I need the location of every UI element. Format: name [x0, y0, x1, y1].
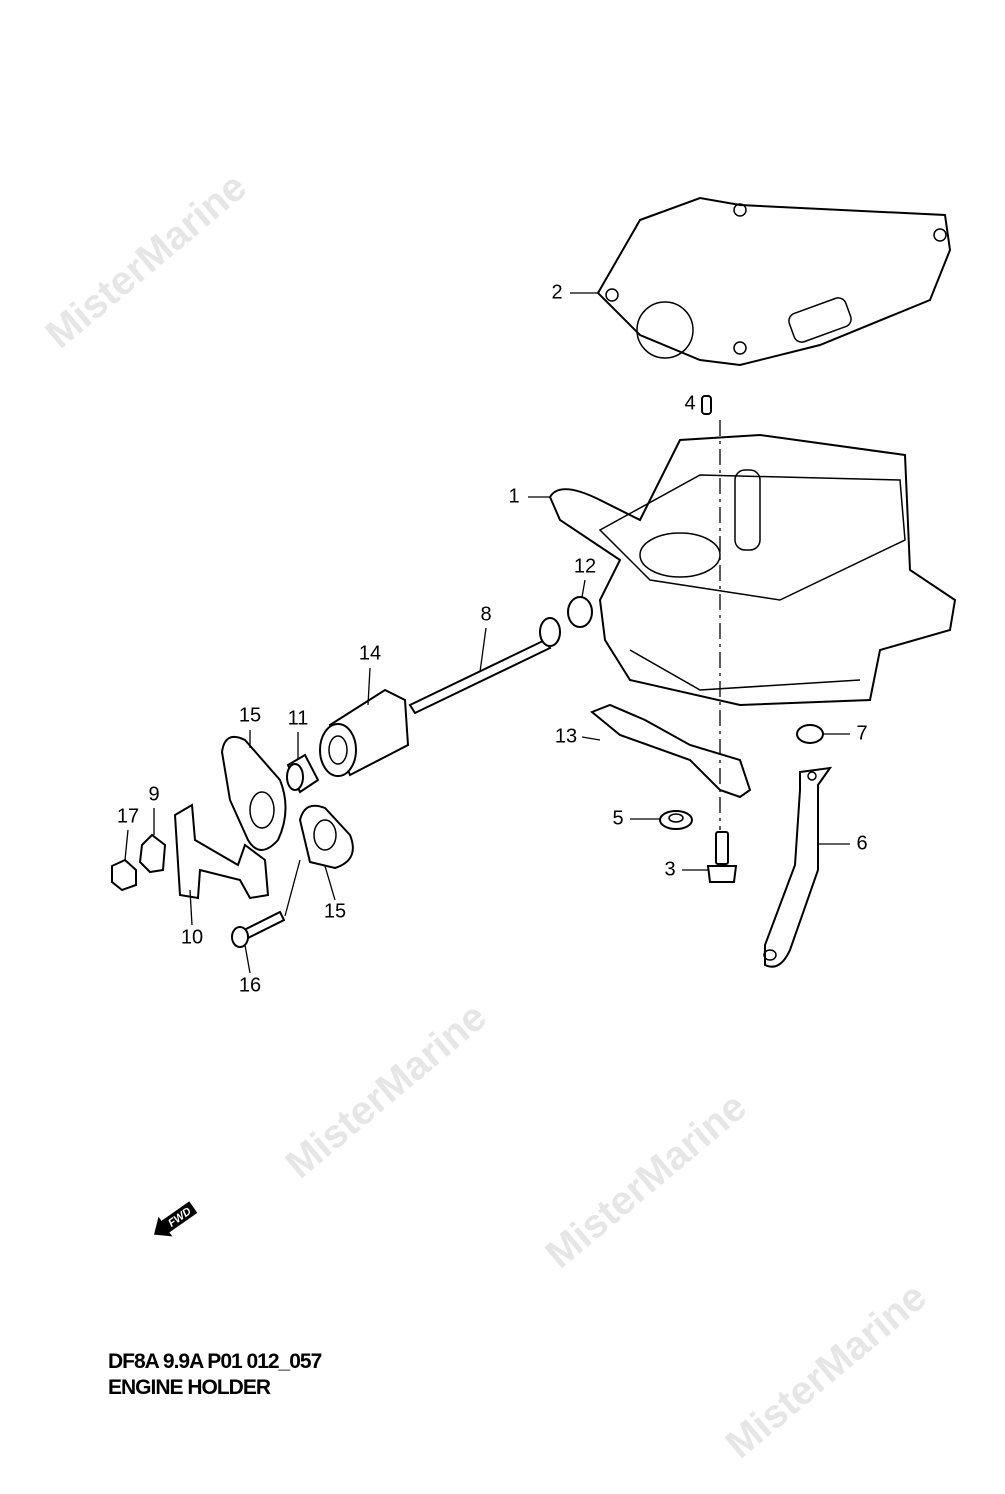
diagram-code: DF8A 9.9A P01 012_057 — [108, 1350, 322, 1373]
part-8-bolt[interactable] — [408, 617, 561, 715]
diagram-title: ENGINE HOLDER — [108, 1376, 271, 1399]
part-11-collar[interactable] — [286, 753, 320, 794]
leader-lines — [124, 292, 850, 974]
callout-6: 6 — [856, 832, 867, 854]
part-16-bolt[interactable] — [231, 910, 286, 948]
callout-4: 4 — [684, 392, 695, 414]
part-15-plate-upper[interactable] — [220, 736, 287, 851]
part-6-pipe[interactable] — [763, 766, 833, 968]
callout-15-upper: 15 — [239, 704, 261, 726]
part-2-gasket[interactable] — [596, 196, 952, 367]
callout-5: 5 — [612, 807, 623, 829]
callout-8: 8 — [480, 603, 491, 625]
part-14-mount-rubber[interactable] — [319, 688, 410, 777]
callout-10: 10 — [181, 926, 203, 948]
part-1-engine-holder[interactable] — [548, 433, 957, 707]
callout-3: 3 — [664, 858, 675, 880]
callout-7: 7 — [856, 722, 867, 744]
callout-16: 16 — [239, 974, 261, 996]
callout-2: 2 — [551, 281, 562, 303]
part-5-washer[interactable] — [659, 810, 693, 830]
part-13-plate[interactable] — [590, 703, 752, 799]
part-17-nut[interactable] — [111, 858, 137, 892]
part-7-clip[interactable] — [796, 724, 824, 744]
part-12-washer[interactable] — [567, 596, 593, 628]
callout-14: 14 — [359, 642, 381, 664]
part-3-bolt[interactable] — [706, 831, 738, 883]
callout-9: 9 — [148, 783, 159, 805]
part-9-washer[interactable] — [138, 833, 167, 874]
callout-17: 17 — [117, 805, 139, 827]
callout-1: 1 — [508, 485, 519, 507]
part-4-pin[interactable] — [701, 395, 712, 415]
part-15-plate-lower[interactable] — [298, 804, 354, 870]
part-10-bracket[interactable] — [173, 803, 270, 900]
callout-12: 12 — [574, 555, 596, 577]
fwd-arrow-icon: FWD — [153, 1201, 198, 1237]
callout-15-lower: 15 — [324, 900, 346, 922]
callout-11: 11 — [288, 707, 309, 729]
callout-13: 13 — [555, 725, 577, 747]
